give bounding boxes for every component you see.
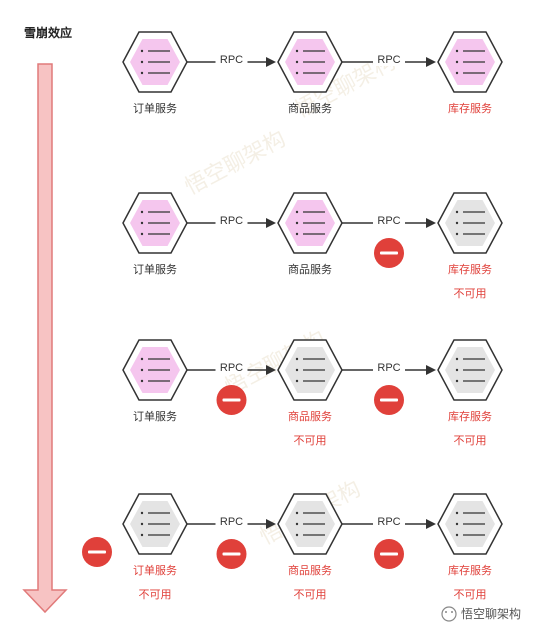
list-icon: [140, 511, 170, 537]
service-name: 库存服务: [448, 409, 492, 423]
unavailable-label: 不可用: [454, 435, 487, 447]
unavailable-label: 不可用: [139, 589, 172, 601]
row-1: RPC RPC 订单服务 商品服务 库存服务: [122, 31, 503, 115]
service-name: 库存服务: [448, 262, 492, 276]
service-node-inventory: 库存服务: [437, 31, 503, 115]
service-node-order: 订单服务: [122, 192, 188, 276]
list-icon: [140, 210, 170, 236]
error-icon: [374, 238, 404, 268]
rpc-label: RPC: [220, 516, 243, 528]
list-icon: [295, 511, 325, 537]
diagram-title: 雪崩效应: [24, 25, 72, 40]
rpc-link: RPC: [187, 52, 276, 67]
list-icon: [140, 357, 170, 383]
service-name: 订单服务: [133, 410, 177, 423]
service-name: 库存服务: [448, 101, 492, 115]
cascade-arrow: [22, 63, 68, 614]
error-icon: [374, 385, 404, 415]
list-icon: [455, 49, 485, 75]
unavailable-label: 不可用: [294, 589, 327, 601]
rpc-label: RPC: [220, 215, 243, 227]
list-icon: [455, 210, 485, 236]
service-name: 订单服务: [133, 102, 177, 115]
service-name: 商品服务: [288, 262, 332, 276]
watermark-text: 悟空聊架构: [181, 126, 290, 200]
watermark-brand: 悟空聊架构: [441, 606, 521, 622]
rpc-link: RPC: [187, 514, 276, 569]
list-icon: [455, 511, 485, 537]
service-name: 商品服务: [288, 409, 332, 423]
service-node-order: 订单服务: [122, 339, 188, 423]
list-icon: [295, 49, 325, 75]
service-node-product: 商品服务: [277, 31, 343, 115]
rpc-label: RPC: [377, 215, 400, 227]
rpc-link: RPC: [187, 213, 276, 228]
unavailable-label: 不可用: [294, 435, 327, 447]
error-icon: [216, 539, 247, 569]
error-icon: [216, 385, 247, 415]
rpc-label: RPC: [220, 362, 243, 374]
rpc-label: RPC: [377, 362, 400, 374]
service-node-order: 订单服务: [122, 31, 188, 115]
service-name: 订单服务: [133, 263, 177, 276]
rpc-link: RPC: [187, 360, 276, 415]
unavailable-label: 不可用: [454, 288, 487, 300]
rpc-link: RPC: [342, 213, 436, 268]
wechat-icon: [441, 606, 457, 622]
rpc-label: RPC: [220, 54, 243, 66]
unavailable-label: 不可用: [454, 589, 487, 601]
rpc-link: RPC: [342, 514, 436, 569]
service-name: 商品服务: [288, 563, 332, 577]
rpc-label: RPC: [377, 516, 400, 528]
rpc-link: RPC: [342, 52, 436, 67]
error-icon: [82, 537, 112, 567]
watermark-layer: 悟空聊架构悟空聊架构悟空聊架构悟空聊架构: [181, 49, 400, 550]
service-name: 商品服务: [288, 101, 332, 115]
rpc-link: RPC: [342, 360, 436, 415]
list-icon: [295, 210, 325, 236]
watermark-text: 悟空聊架构: [461, 606, 521, 621]
service-name: 订单服务: [133, 564, 177, 577]
list-icon: [455, 357, 485, 383]
service-node-product: 商品服务: [277, 192, 343, 276]
list-icon: [295, 357, 325, 383]
error-icon: [374, 539, 404, 569]
service-name: 库存服务: [448, 563, 492, 577]
rpc-label: RPC: [377, 54, 400, 66]
list-icon: [140, 49, 170, 75]
